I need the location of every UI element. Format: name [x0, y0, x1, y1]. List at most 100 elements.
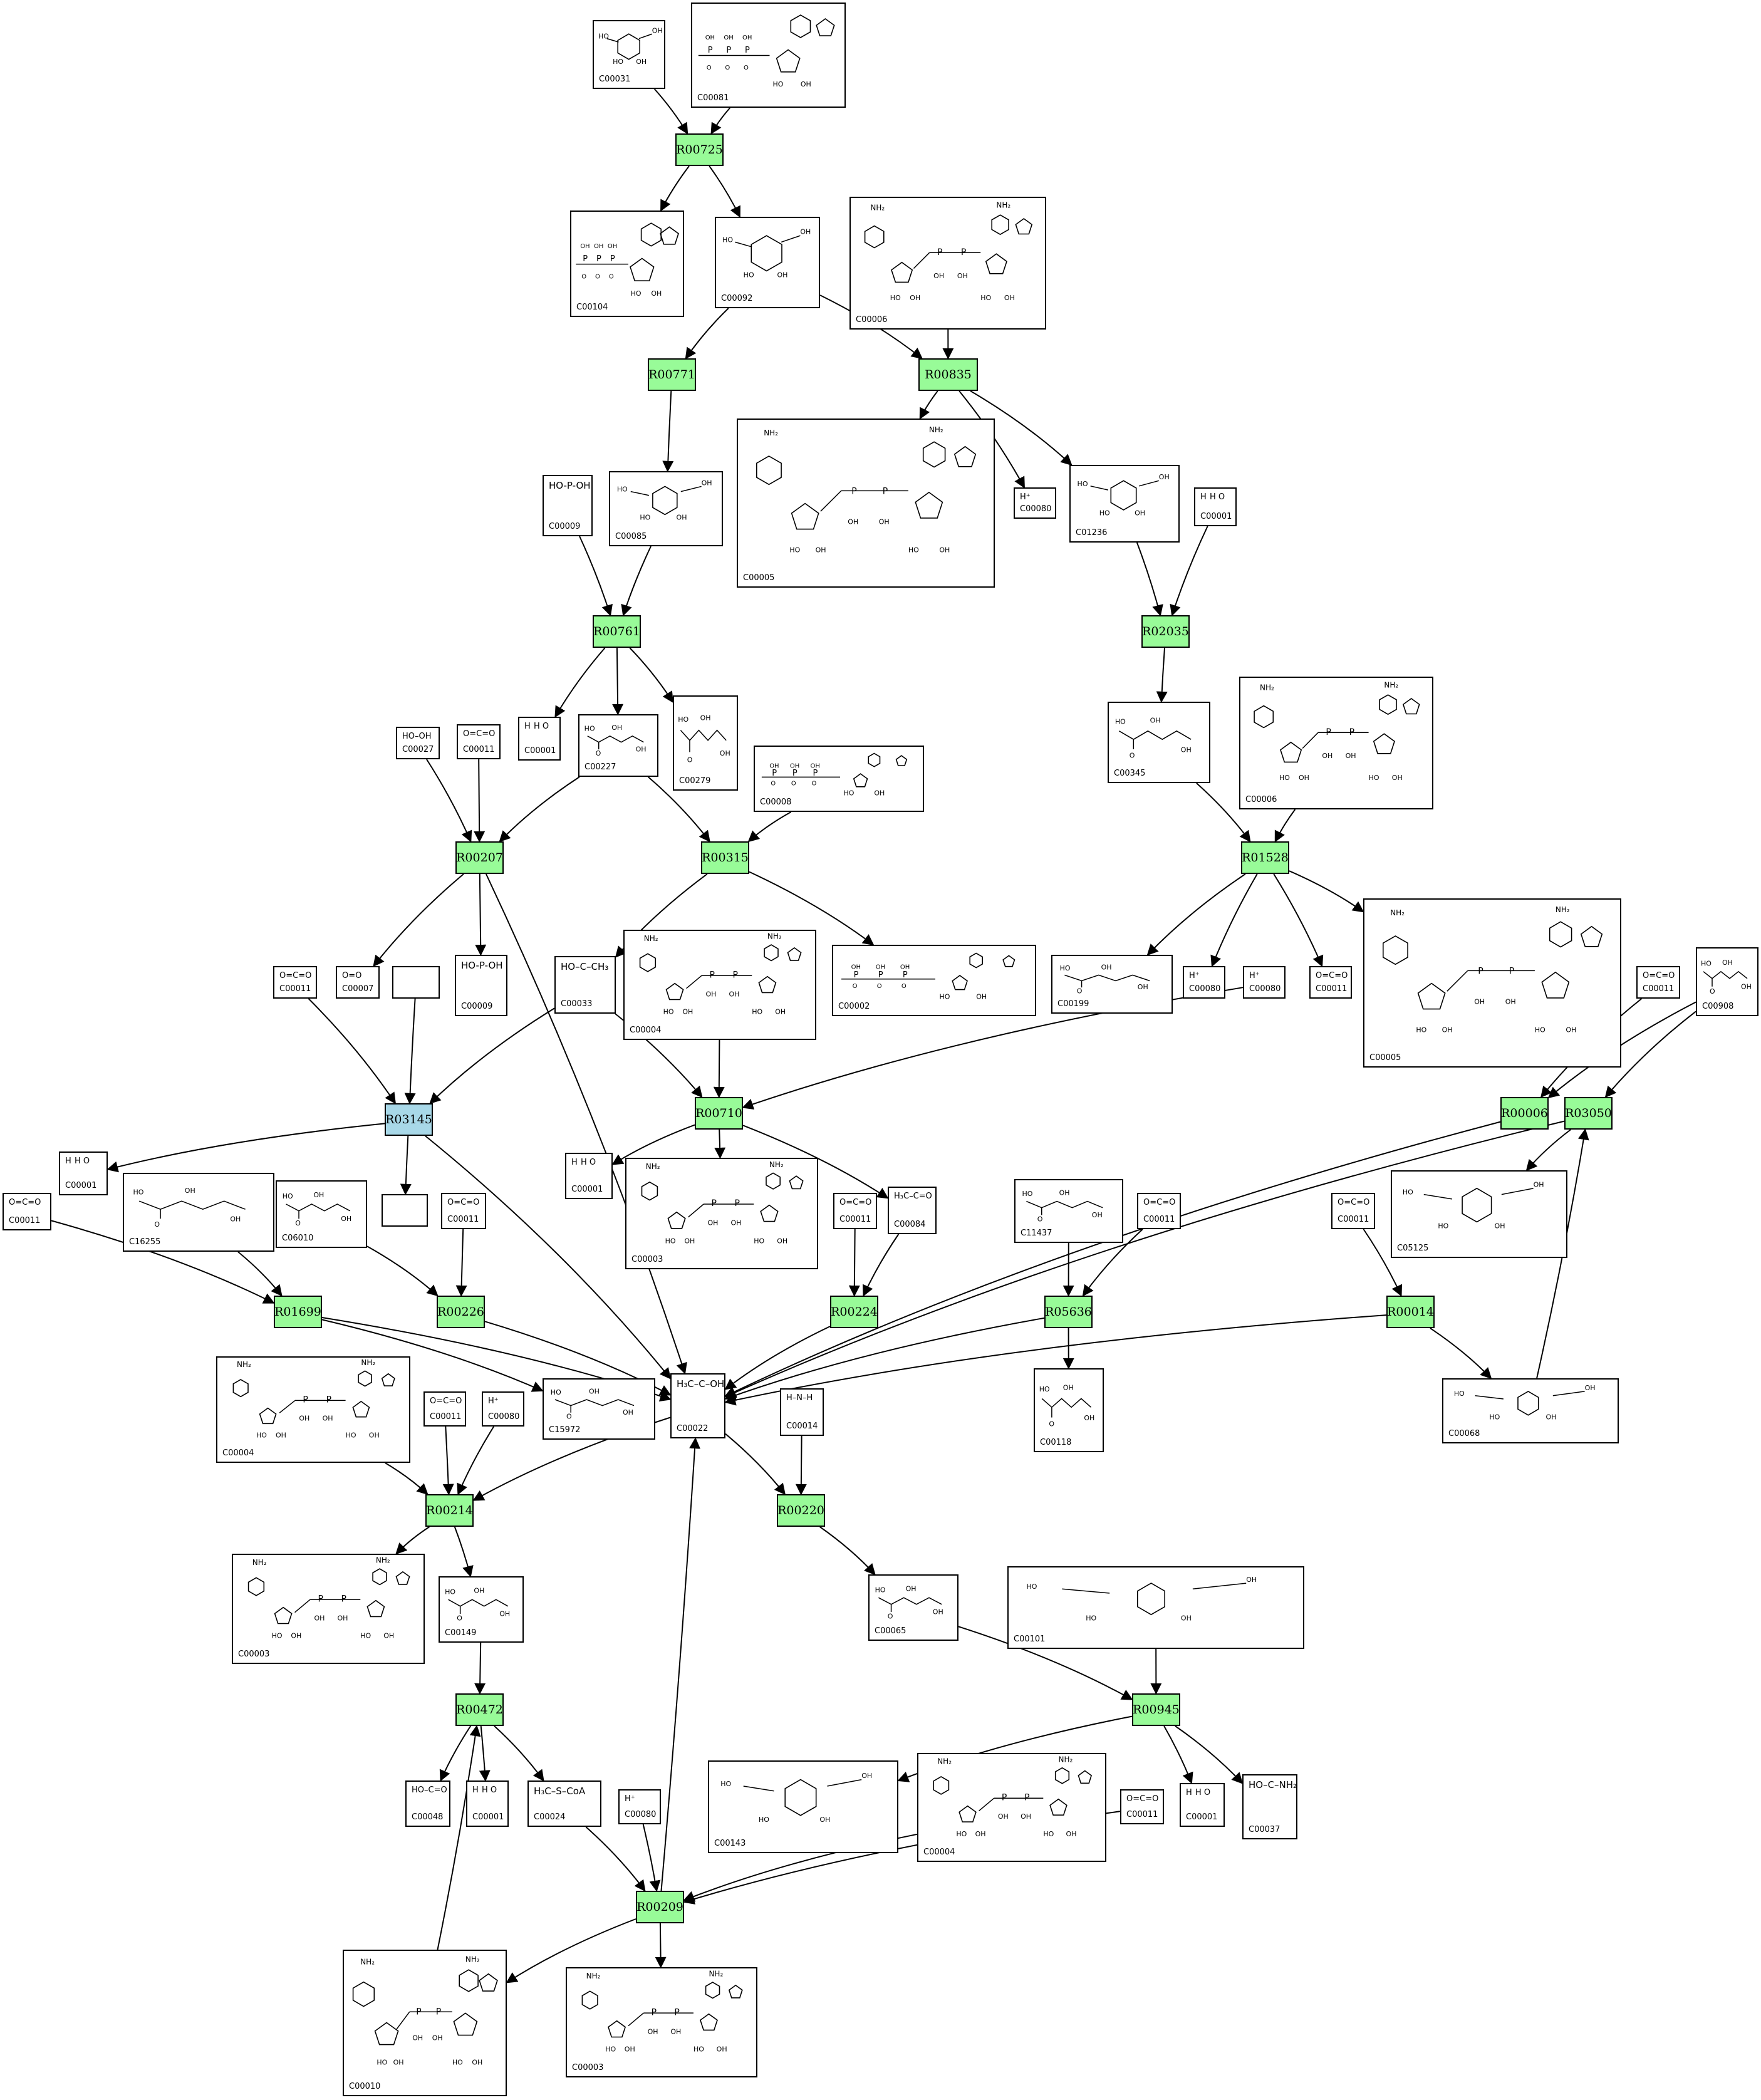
compound-blank[interactable] — [392, 966, 440, 999]
reaction-node-r00014[interactable]: R00014 — [1386, 1296, 1435, 1328]
compound-id-label: C00001 — [65, 1181, 97, 1190]
compound-id-label: C00009 — [461, 1002, 493, 1011]
compound-c00080[interactable]: H⁺C00080 — [1014, 487, 1056, 519]
compound-blank[interactable] — [382, 1194, 428, 1227]
reaction-node-r03145[interactable]: R03145 — [385, 1103, 433, 1136]
compound-id-label: C00027 — [402, 745, 434, 754]
reaction-node-r00224[interactable]: R00224 — [830, 1296, 878, 1328]
reaction-node-r00472[interactable]: R00472 — [455, 1693, 504, 1726]
edge-r00771-to-c00085 — [662, 390, 674, 472]
reaction-node-r00725[interactable]: R00725 — [675, 133, 724, 166]
compound-c00080[interactable]: H⁺C00080 — [482, 1391, 524, 1427]
compound-c00010[interactable]: POHPOHNH₂NH₂HOOHHOOHC00010 — [343, 1950, 507, 2096]
edge-r00945-to-c00037 — [1175, 1725, 1244, 1784]
reaction-node-r00315[interactable]: R00315 — [701, 841, 749, 874]
reaction-node-r00226[interactable]: R00226 — [437, 1296, 485, 1328]
reaction-node-r02035[interactable]: R02035 — [1141, 615, 1190, 648]
compound-c00080[interactable]: H⁺C00080 — [1243, 966, 1286, 999]
svg-text:O: O — [791, 781, 796, 788]
reaction-node-r03050[interactable]: R03050 — [1564, 1097, 1613, 1130]
reaction-node-r00209[interactable]: R00209 — [636, 1891, 684, 1923]
reaction-node-r00771[interactable]: R00771 — [648, 358, 696, 391]
reaction-node-r05636[interactable]: R05636 — [1044, 1296, 1093, 1328]
compound-c00080[interactable]: H⁺C00080 — [618, 1789, 661, 1824]
reaction-node-r00214[interactable]: R00214 — [425, 1494, 474, 1527]
reaction-node-r00220[interactable]: R00220 — [777, 1494, 825, 1527]
reaction-node-r00006[interactable]: R00006 — [1500, 1097, 1549, 1130]
compound-c00080[interactable]: H⁺C00080 — [1183, 966, 1225, 999]
reaction-node-r01699[interactable]: R01699 — [274, 1296, 322, 1328]
reaction-node-r00207[interactable]: R00207 — [455, 841, 504, 874]
reaction-node-r01528[interactable]: R01528 — [1241, 841, 1289, 874]
reaction-node-r00945[interactable]: R00945 — [1132, 1693, 1180, 1726]
reaction-node-r00710[interactable]: R00710 — [695, 1097, 743, 1130]
svg-text:OH: OH — [636, 58, 647, 66]
reaction-node-r00761[interactable]: R00761 — [593, 615, 641, 648]
reaction-node-r00835[interactable]: R00835 — [918, 358, 978, 391]
compound-id-label: C00005 — [1369, 1053, 1401, 1063]
